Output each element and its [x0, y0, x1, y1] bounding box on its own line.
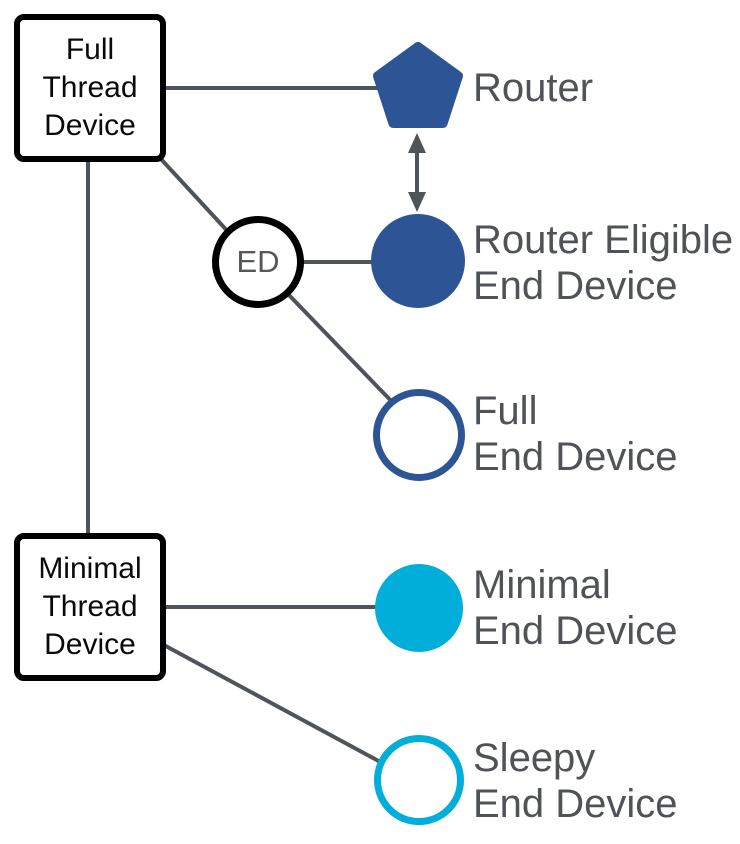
label-line: Router Eligible	[473, 218, 734, 262]
router-reed-double-arrow	[408, 133, 426, 212]
router-pentagon-icon	[373, 42, 463, 128]
label-line: End Device	[473, 435, 678, 479]
label-line: End Device	[473, 782, 678, 826]
label-full-end-device: Full End Device	[473, 388, 678, 480]
edge-ftd-to-ed	[158, 156, 234, 238]
label-line: End Device	[473, 609, 678, 653]
label-router: Router	[473, 65, 593, 111]
router-eligible-end-device-icon	[371, 214, 465, 308]
node-label-line: Device	[44, 109, 136, 142]
label-line: Sleepy	[473, 736, 596, 780]
node-full-thread-device: Full Thread Device	[14, 14, 166, 162]
node-label-line: Thread	[42, 71, 138, 104]
node-label-line: Full	[65, 33, 115, 66]
node-label-line: Device	[44, 628, 136, 661]
edge-mtd-to-sed	[161, 642, 387, 767]
label-minimal-end-device: Minimal End Device	[473, 562, 678, 654]
node-label-line: Minimal	[38, 552, 142, 585]
arrowhead-up-icon	[408, 133, 426, 153]
label-line: Router	[473, 66, 594, 110]
node-label-line: Thread	[42, 590, 138, 623]
end-device-badge-text: ED	[236, 244, 280, 279]
label-line: Full	[473, 389, 538, 433]
arrowhead-down-icon	[408, 192, 426, 212]
label-router-eligible-end-device: Router Eligible End Device	[473, 217, 733, 309]
label-line: Minimal	[473, 563, 611, 607]
full-end-device-icon	[373, 389, 465, 481]
label-line: End Device	[473, 264, 678, 308]
pentagon-shape	[373, 42, 463, 128]
edge-ed-to-fed	[285, 291, 399, 409]
minimal-end-device-icon	[375, 564, 463, 652]
end-device-badge: ED	[212, 216, 304, 308]
label-sleepy-end-device: Sleepy End Device	[473, 735, 678, 827]
sleepy-end-device-icon	[374, 735, 464, 825]
node-minimal-thread-device: Minimal Thread Device	[14, 533, 166, 681]
